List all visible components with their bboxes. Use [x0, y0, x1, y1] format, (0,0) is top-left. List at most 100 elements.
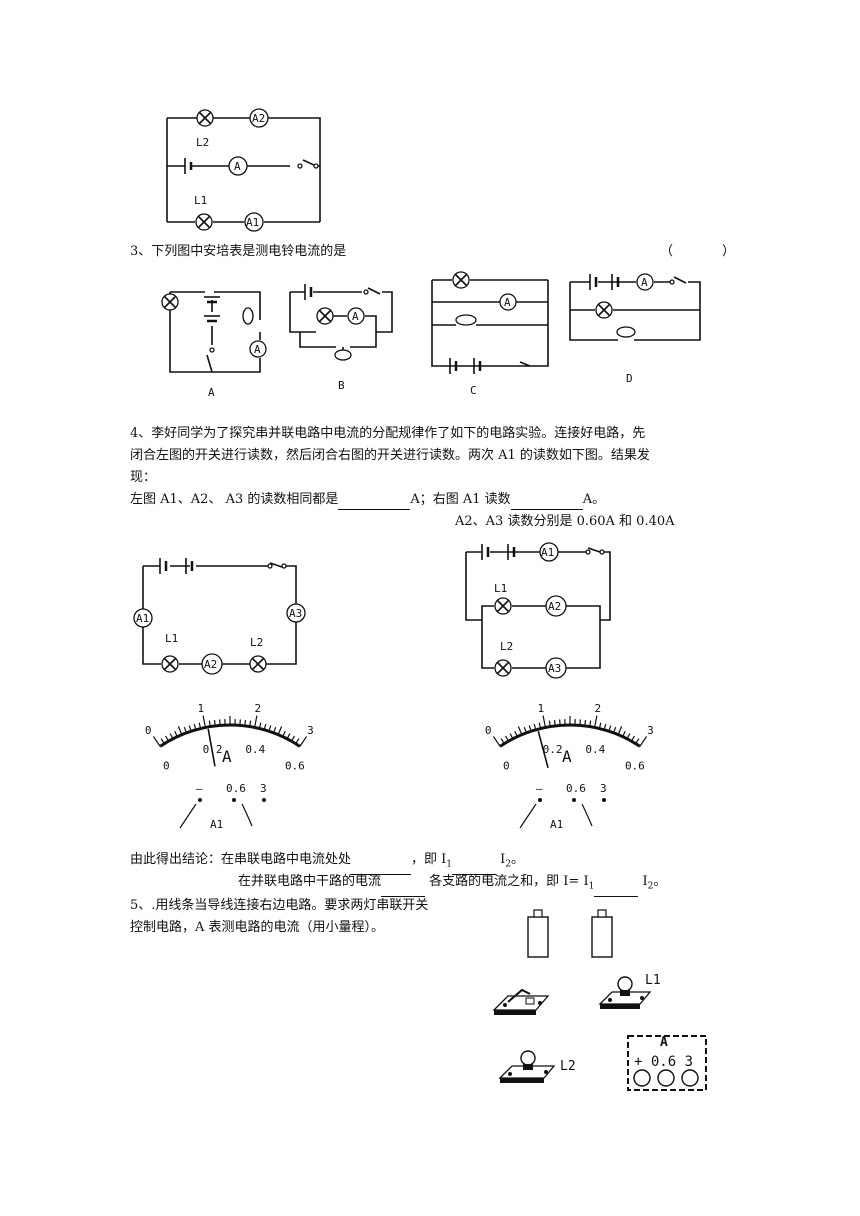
- meter-tick: [253, 715, 258, 728]
- q4-conclusion-series: 由此得出结论：在串联电路中电流处处，即 I1 I2。: [130, 850, 524, 875]
- meter-tick: [635, 738, 640, 745]
- meter-terminal-post: [262, 798, 266, 802]
- left-lamp-l2: [249, 655, 267, 673]
- meter-terminal-label: –: [196, 782, 203, 795]
- q4-conclusion-parallel: 在并联电路中干路的电流 各支路的电流之和，即 I= I1 I2。: [238, 872, 666, 897]
- lamp-top: [196, 109, 214, 127]
- meter-tick: [639, 736, 648, 747]
- meter-small-label: 0.6: [625, 760, 645, 773]
- q4-intro-line3: 现：: [130, 470, 157, 485]
- svg-text:A: A: [660, 1035, 668, 1050]
- meter-tick: [165, 735, 170, 742]
- meter-big-label: 1: [198, 702, 205, 715]
- svg-text:A: A: [254, 343, 261, 356]
- meter-tick: [517, 726, 523, 735]
- meter-terminal-post: [538, 798, 542, 802]
- meter-tick: [208, 720, 211, 727]
- right-lamp-l1: [494, 597, 512, 615]
- meter-needle: [537, 730, 549, 769]
- meter-tick: [626, 733, 631, 740]
- svg-text:A1: A1: [136, 612, 149, 625]
- meter-wire-left: [179, 803, 197, 829]
- meter-tick: [258, 722, 262, 729]
- meter-tick: [295, 738, 300, 745]
- battery-cell-right: [591, 909, 613, 958]
- lamp-holder-l1[interactable]: L1: [598, 973, 661, 1009]
- q4-blank-3[interactable]: [351, 860, 412, 875]
- meter-tick: [500, 738, 505, 745]
- meter-needle: [207, 728, 216, 767]
- meter-wire-right: [581, 803, 593, 827]
- meter-tick: [273, 727, 277, 734]
- q4-blank-5[interactable]: [381, 882, 426, 897]
- svg-text:L2: L2: [250, 636, 263, 649]
- meter-tick: [505, 735, 510, 742]
- q4-intro-line2: 闭合左图的开关进行读数，然后闭合右图的开关进行读数。两次 A1 的读数如下图。结…: [130, 448, 650, 463]
- left-ammeter-a1: A1: [133, 608, 153, 628]
- ammeter-a-top: A: [228, 156, 248, 176]
- ammeter-a1-top: A1: [244, 212, 264, 232]
- q5-line2: 控制电路，A 表测电路的电流（用小量程）。: [130, 920, 385, 935]
- meter-tick: [286, 733, 291, 740]
- meter-small-label: 0.6: [285, 760, 305, 773]
- svg-text:A2: A2: [252, 112, 265, 125]
- meter-terminal-label: –: [536, 782, 543, 795]
- svg-text:A: A: [641, 276, 648, 289]
- svg-text:A: A: [352, 310, 359, 323]
- right-lamp-l2: [494, 659, 512, 677]
- left-ammeter-a2: A2: [201, 653, 223, 675]
- svg-text:L2: L2: [500, 640, 513, 653]
- meter-terminal-label: 0.6: [226, 782, 246, 795]
- svg-text:A2: A2: [204, 658, 217, 671]
- left-lamp-l1: [161, 655, 179, 673]
- meter-tick: [622, 730, 626, 737]
- ammeter-component[interactable]: A + 0.6 3: [627, 1035, 707, 1091]
- q3-paren-open: （: [660, 244, 674, 259]
- q3-label-c: C: [470, 384, 477, 397]
- meter-tick: [528, 725, 532, 732]
- meter-big-label: 1: [538, 702, 545, 715]
- meter-tick: [268, 725, 272, 732]
- meter-tick: [174, 730, 178, 737]
- meter-tick: [213, 719, 216, 726]
- q3-circuit-c: A: [431, 271, 549, 374]
- right-ammeter-a1: A1: [539, 542, 559, 562]
- svg-text:L2: L2: [196, 136, 209, 149]
- meter-tick: [542, 715, 547, 728]
- meter-tick: [492, 736, 501, 747]
- switch-component[interactable]: [492, 988, 550, 1015]
- q4-blank-1[interactable]: [338, 495, 411, 510]
- meter-tick: [613, 727, 617, 734]
- svg-text:A3: A3: [548, 662, 561, 675]
- meter-arc: [159, 723, 301, 748]
- meter-tick: [183, 727, 187, 734]
- meter-tick: [514, 730, 518, 737]
- meter-terminal-post: [602, 798, 606, 802]
- ammeter-a2-top: A2: [249, 108, 269, 128]
- meter-small-label: 0: [163, 760, 170, 773]
- svg-text:A1: A1: [246, 216, 259, 229]
- meter-tick: [202, 715, 207, 728]
- q4-blank-2[interactable]: [510, 495, 583, 510]
- meter-tick: [589, 720, 592, 727]
- q4-blank-6[interactable]: [594, 882, 639, 897]
- meter-tick: [188, 725, 192, 732]
- meter-tick: [299, 736, 308, 747]
- lamp-holder-l2[interactable]: L2: [498, 1050, 576, 1083]
- q3-label-d: D: [626, 372, 633, 385]
- meter-tick: [193, 723, 197, 730]
- q4-blank-4[interactable]: [452, 860, 497, 875]
- meter-small-label: 0.4: [245, 743, 265, 756]
- meter-tick: [584, 719, 587, 726]
- meter-tick: [523, 727, 527, 734]
- meter-tick: [538, 722, 542, 729]
- meter-tick: [277, 726, 283, 735]
- meter-tick: [249, 720, 252, 727]
- q3-label-a: A: [208, 386, 215, 399]
- q3-circuit-a: A: [161, 291, 267, 373]
- meter-wire-right: [241, 803, 253, 827]
